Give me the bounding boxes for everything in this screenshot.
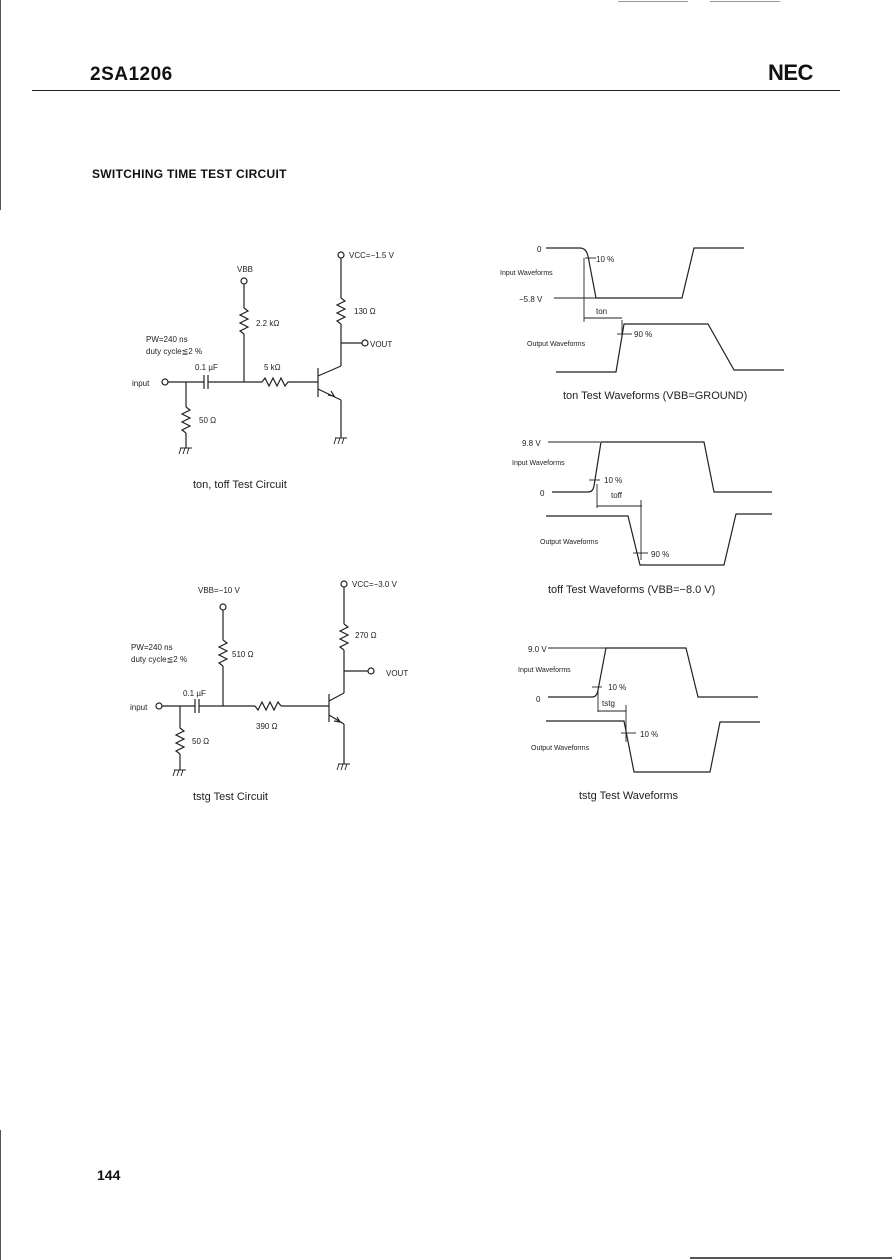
caption-waveform-on: ton Test Waveforms (VBB=GROUND)	[563, 390, 747, 402]
r-bias-label: 2.2 kΩ	[256, 319, 279, 328]
vcc-terminal	[337, 251, 345, 259]
input-label: input	[130, 703, 148, 712]
waveforms-toff: 9.8 V Input Waveforms 10 % 0 toff Output…	[512, 439, 772, 596]
v-low-label: −5.8 V	[519, 295, 543, 304]
ground-symbol	[336, 763, 350, 771]
ground-symbol	[178, 447, 192, 455]
scan-edge-line	[0, 0, 1, 210]
vout-label: VOUT	[370, 340, 392, 349]
vbb-label: VBB	[237, 265, 253, 274]
pw-label: PW=240 ns	[131, 643, 173, 652]
caption-waveform-stg: tstg Test Waveforms	[579, 790, 679, 802]
vcc-label: VCC=−1.5 V	[349, 251, 395, 260]
input-waveforms-label: Input Waveforms	[500, 270, 553, 277]
input-terminal	[155, 702, 163, 710]
t-label: ton	[596, 307, 607, 316]
output-waveform	[546, 720, 760, 773]
resistor-input	[174, 727, 186, 755]
vbb-label: VBB=−10 V	[198, 586, 240, 595]
waveforms-tstg: 9.0 V Input Waveforms 10 % 0 tstg 10 % O…	[518, 645, 760, 802]
caption-circuit2: tstg Test Circuit	[193, 791, 268, 803]
part-number: 2SA1206	[90, 64, 173, 85]
resistor-bias	[217, 639, 229, 667]
v-zero-label: 0	[540, 489, 545, 498]
input-waveform	[546, 247, 744, 299]
input-waveforms-label: Input Waveforms	[512, 460, 565, 467]
waveforms-ton: 0 10 % Input Waveforms −5.8 V ton 90 % O…	[500, 245, 784, 402]
ground-symbol	[333, 437, 347, 445]
cap-label: 0.1 µF	[195, 363, 218, 372]
duty-label: duty cycle≦2 %	[131, 655, 187, 664]
r-collector-label: 130 Ω	[354, 307, 376, 316]
r-collector-label: 270 Ω	[355, 631, 377, 640]
r-input-label: 50 Ω	[199, 416, 216, 425]
pct-in-label: 10 %	[596, 255, 614, 264]
caption-waveform-off: toff Test Waveforms (VBB=−8.0 V)	[548, 584, 715, 596]
output-waveforms-label: Output Waveforms	[531, 745, 590, 752]
resistor-base	[261, 376, 289, 388]
input-label: input	[132, 379, 150, 388]
circuit-tstg: VBB=−10 V 510 Ω VCC=−3.0 V 270 Ω VOUT PW…	[130, 580, 408, 803]
pct-out-label: 90 %	[651, 550, 669, 559]
scan-top-line	[618, 1, 688, 2]
input-waveform	[548, 647, 758, 698]
vout-terminal	[361, 339, 369, 347]
v-high-label: 9.8 V	[522, 439, 541, 448]
ground-symbol	[172, 769, 186, 777]
output-waveforms-label: Output Waveforms	[527, 341, 586, 348]
pct-in-label: 10 %	[608, 683, 626, 692]
v-high-label: 9.0 V	[528, 645, 547, 654]
output-waveform	[546, 513, 772, 566]
circuit-ton-toff: VBB 2.2 kΩ VCC=−1.5 V 130 Ω VOUT PW=240 …	[132, 251, 395, 491]
cap-label: 0.1 µF	[183, 689, 206, 698]
vbb-terminal	[219, 603, 227, 611]
section-title: SWITCHING TIME TEST CIRCUIT	[92, 167, 287, 181]
pct-out-label: 10 %	[640, 730, 658, 739]
t-label: tstg	[602, 699, 615, 708]
v-zero-label: 0	[537, 245, 542, 254]
vout-label: VOUT	[386, 669, 408, 678]
duty-label: duty cycle≦2 %	[146, 347, 202, 356]
vout-terminal	[367, 667, 375, 675]
vbb-terminal	[240, 277, 248, 285]
header-rule	[32, 90, 840, 91]
resistor-base	[254, 700, 282, 712]
scan-bottom-line	[690, 1257, 892, 1259]
pct-in-label: 10 %	[604, 476, 622, 485]
resistor-collector	[338, 623, 350, 651]
resistor-bias	[238, 307, 250, 335]
input-waveforms-label: Input Waveforms	[518, 667, 571, 674]
vcc-terminal	[340, 580, 348, 588]
brand-logo: NEC	[768, 60, 813, 85]
page-number: 144	[97, 1167, 121, 1183]
scan-top-line	[710, 1, 780, 2]
r-input-label: 50 Ω	[192, 737, 209, 746]
pw-label: PW=240 ns	[146, 335, 188, 344]
r-base-label: 5 kΩ	[264, 363, 281, 372]
pct-out-label: 90 %	[634, 330, 652, 339]
t-label: toff	[611, 491, 623, 500]
output-waveforms-label: Output Waveforms	[540, 539, 599, 546]
input-terminal	[161, 378, 169, 386]
resistor-collector	[335, 297, 347, 325]
caption-circuit1: ton, toff Test Circuit	[193, 479, 287, 491]
r-base-label: 390 Ω	[256, 722, 278, 731]
vcc-label: VCC=−3.0 V	[352, 580, 398, 589]
resistor-input	[180, 406, 192, 434]
r-bias-label: 510 Ω	[232, 650, 254, 659]
output-waveform	[556, 323, 784, 373]
scan-edge-line	[0, 1130, 1, 1260]
v-zero-label: 0	[536, 695, 541, 704]
input-waveform	[552, 441, 772, 493]
